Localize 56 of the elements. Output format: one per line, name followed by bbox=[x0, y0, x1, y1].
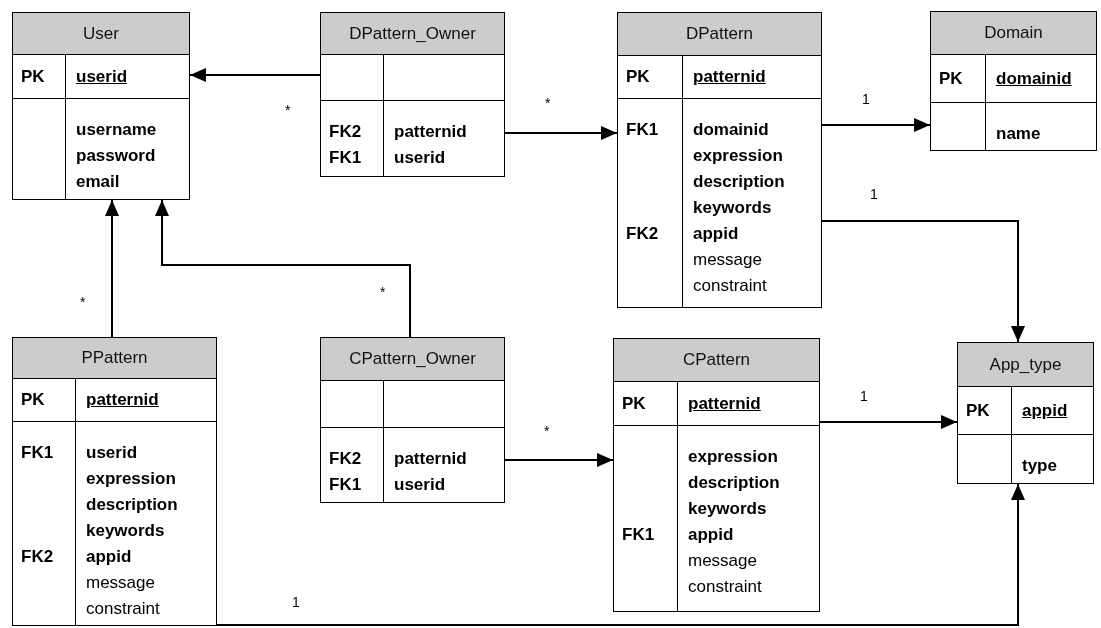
table-header: User bbox=[13, 13, 189, 55]
primary-key-field: userid bbox=[76, 63, 128, 90]
field-list: domainid expression description keywords appid message constraint bbox=[693, 117, 808, 299]
primary-key-field: appid bbox=[1022, 397, 1068, 424]
field-list: type bbox=[1022, 453, 1089, 479]
table-header: CPattern bbox=[614, 339, 819, 382]
entity-table bbox=[930, 11, 1097, 151]
entity-table bbox=[320, 337, 505, 503]
multiplicity-label: 1 bbox=[860, 92, 872, 106]
field-list: username password email bbox=[76, 117, 185, 195]
entity-table bbox=[957, 342, 1094, 484]
multiplicity-label: 1 bbox=[868, 187, 880, 201]
key-label: FK1 bbox=[626, 119, 659, 141]
key-label: PK bbox=[21, 65, 45, 88]
relationship-arrow bbox=[105, 199, 119, 338]
table-header: App_type bbox=[958, 343, 1093, 387]
entity-table bbox=[12, 12, 190, 200]
primary-key-field: domainid bbox=[996, 65, 1072, 92]
field-list: expression description keywords appid message constraint bbox=[688, 444, 803, 600]
field-list: userid expression description keywords appid message constraint bbox=[86, 440, 201, 622]
relationship-arrow bbox=[155, 199, 411, 338]
table-header: CPattern_Owner bbox=[321, 338, 504, 381]
entity-table bbox=[613, 338, 820, 612]
entity-table bbox=[12, 337, 217, 626]
field-list: patternid userid bbox=[394, 119, 500, 171]
key-label: PK bbox=[626, 66, 650, 89]
key-label: PK bbox=[622, 392, 646, 415]
table-header: Domain bbox=[931, 12, 1096, 55]
primary-key-field: patternid bbox=[688, 390, 761, 417]
field-list: name bbox=[996, 121, 1092, 147]
relationship-arrow bbox=[821, 118, 931, 132]
table-header: PPattern bbox=[13, 338, 216, 379]
primary-key-field: patternid bbox=[693, 64, 766, 90]
entity-table bbox=[320, 12, 505, 177]
key-label: PK bbox=[21, 389, 45, 412]
key-label: FK2 FK1 bbox=[329, 121, 363, 169]
key-label: PK bbox=[966, 399, 990, 422]
key-label: FK1 bbox=[21, 442, 54, 464]
relationship-arrow bbox=[504, 126, 618, 140]
key-label: FK1 bbox=[622, 524, 655, 546]
relationship-arrow bbox=[819, 415, 958, 429]
relationship-arrow bbox=[821, 220, 1025, 343]
key-label: FK2 bbox=[626, 223, 659, 245]
relationship-arrow bbox=[189, 68, 321, 82]
entity-table bbox=[617, 12, 822, 308]
relationship-arrow bbox=[504, 453, 614, 467]
key-label: FK2 bbox=[21, 546, 54, 568]
key-label: FK2 FK1 bbox=[329, 448, 363, 496]
table-header: DPattern bbox=[618, 13, 821, 56]
multiplicity-label: 1 bbox=[290, 595, 302, 609]
relationship-arrow bbox=[216, 483, 1025, 626]
field-list: patternid userid bbox=[394, 446, 500, 498]
multiplicity-label: 1 bbox=[858, 389, 870, 403]
table-header: DPattern_Owner bbox=[321, 13, 504, 55]
primary-key-field: patternid bbox=[86, 387, 159, 413]
key-label: PK bbox=[939, 67, 963, 90]
